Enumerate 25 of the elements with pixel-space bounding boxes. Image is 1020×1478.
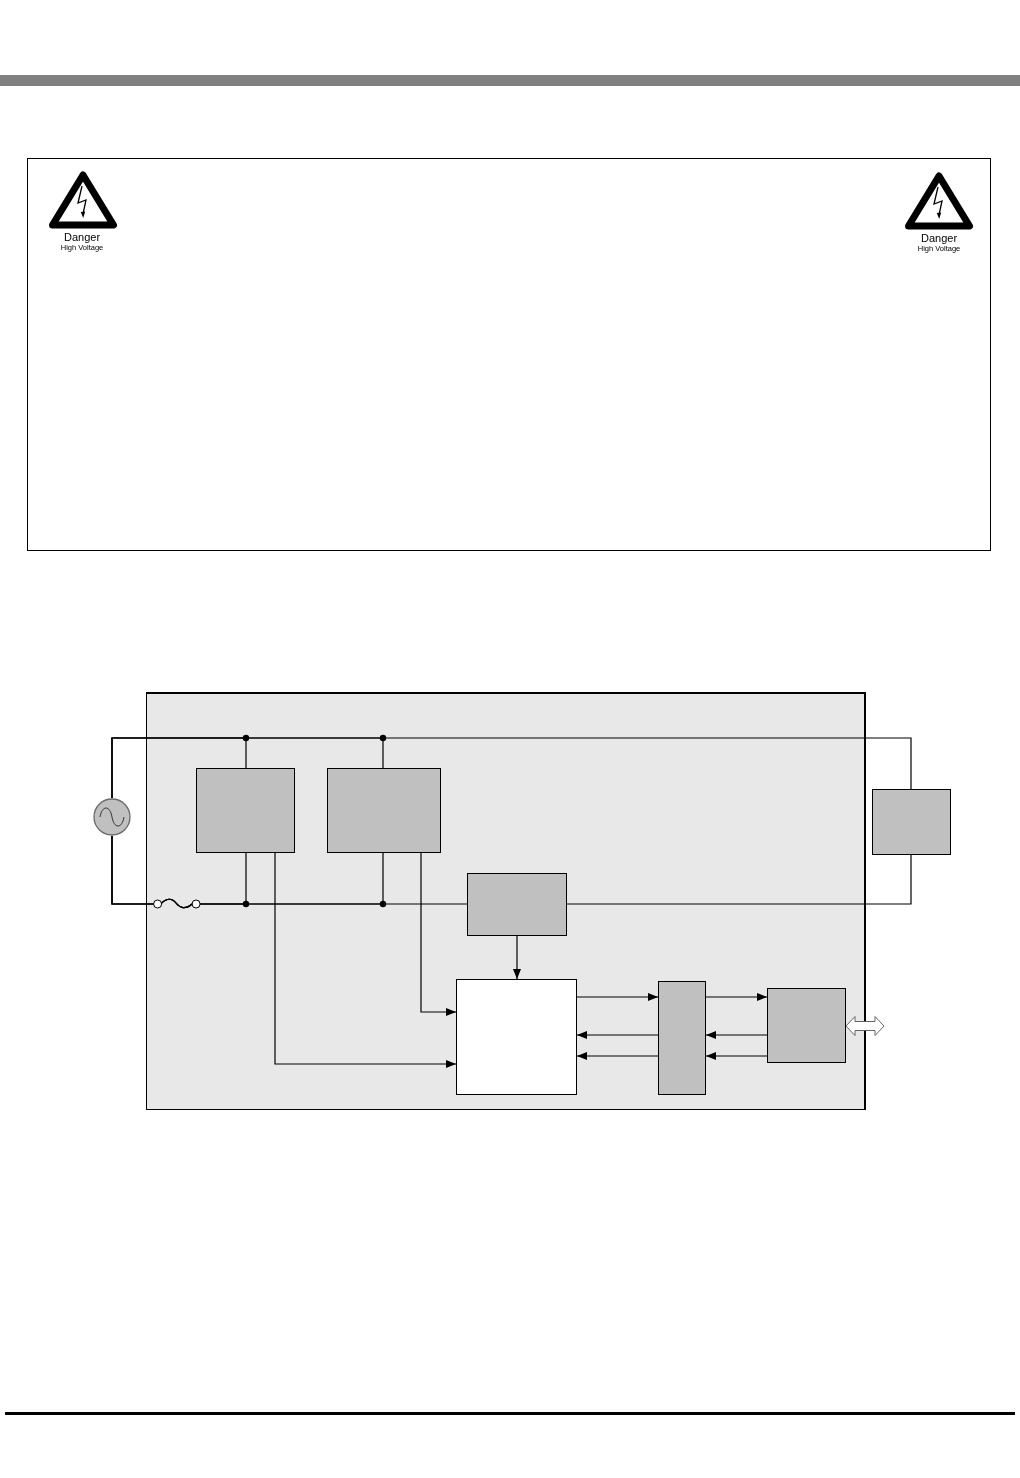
- function-block: [467, 873, 567, 936]
- wire: [566, 854, 912, 905]
- arrow: [705, 1031, 768, 1039]
- arrow: [576, 993, 659, 1001]
- function-block: [327, 768, 441, 853]
- enclosure-panel: [146, 692, 866, 1110]
- arrow: [513, 935, 521, 980]
- warning-panel: [27, 158, 991, 551]
- arrow: [274, 852, 457, 1068]
- function-block: [872, 789, 951, 855]
- arrow: [705, 993, 768, 1001]
- warning-label: Danger: [920, 233, 958, 244]
- arrow: [576, 1031, 659, 1039]
- arrow: [705, 1052, 768, 1060]
- function-block: [456, 979, 577, 1095]
- ac-source-symbol: [93, 798, 131, 836]
- function-block: [658, 981, 706, 1095]
- arrow: [420, 852, 457, 1016]
- arrow: [576, 1052, 659, 1060]
- function-block: [767, 988, 846, 1063]
- wire: [111, 835, 468, 909]
- function-block: [196, 768, 295, 853]
- wire: [111, 737, 912, 799]
- warning-label: Danger: [63, 232, 101, 243]
- double-block-arrow: [845, 1016, 885, 1036]
